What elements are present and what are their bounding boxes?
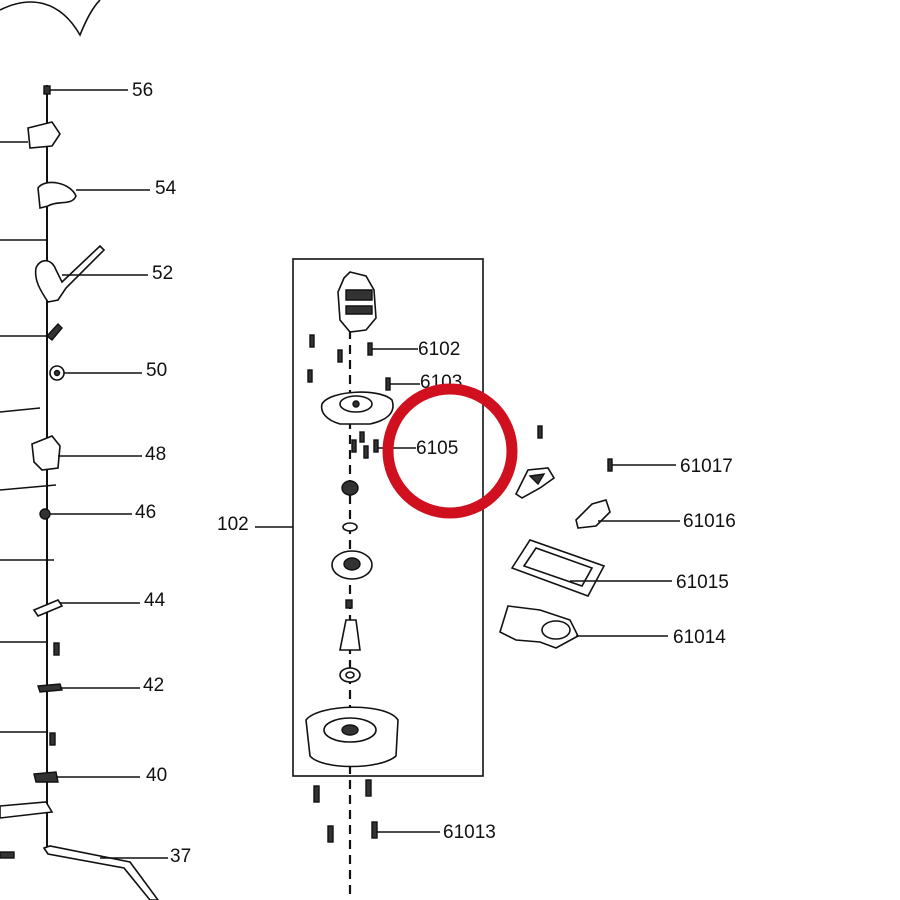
part-46 bbox=[39, 508, 132, 520]
highlight-circle bbox=[382, 383, 518, 519]
leader-unlabeled-2 bbox=[0, 407, 41, 413]
washer-ring bbox=[339, 667, 361, 683]
label-48: 48 bbox=[145, 444, 166, 465]
label-50: 50 bbox=[146, 360, 167, 381]
gear-housing-bottom bbox=[305, 706, 399, 768]
motor-armature bbox=[337, 271, 377, 333]
part-61015 bbox=[510, 539, 672, 597]
top-outline-fragment bbox=[0, 0, 101, 37]
bearing-ball bbox=[341, 480, 359, 496]
part-61013 bbox=[313, 779, 440, 843]
label-46: 46 bbox=[135, 502, 156, 523]
part-screw-a bbox=[0, 641, 60, 656]
part-48 bbox=[31, 435, 142, 471]
part-42 bbox=[37, 683, 140, 693]
part-plate bbox=[0, 801, 54, 819]
part-pin-a bbox=[0, 322, 63, 341]
label-61016: 61016 bbox=[683, 511, 736, 532]
part-screw-b bbox=[0, 731, 56, 746]
washer-small bbox=[342, 522, 358, 532]
part-6103 bbox=[385, 377, 420, 391]
part-cover-small bbox=[514, 467, 556, 499]
part-6102 bbox=[367, 342, 418, 356]
label-56: 56 bbox=[132, 80, 153, 101]
part-50 bbox=[49, 365, 142, 381]
part-52 bbox=[34, 244, 148, 303]
screw-set-left bbox=[307, 334, 343, 383]
label-52: 52 bbox=[152, 263, 173, 284]
part-61016 bbox=[575, 499, 680, 529]
label-42: 42 bbox=[143, 675, 164, 696]
label-54: 54 bbox=[155, 178, 177, 199]
part-61017 bbox=[537, 425, 676, 472]
label-61014: 61014 bbox=[673, 627, 726, 648]
label-6102: 6102 bbox=[418, 339, 460, 360]
part-40 bbox=[33, 771, 140, 783]
shaft-spindle bbox=[339, 599, 361, 651]
part-56 bbox=[43, 85, 128, 95]
part-61014 bbox=[499, 605, 668, 649]
label-6105: 6105 bbox=[416, 438, 458, 459]
label-61013: 61013 bbox=[443, 822, 496, 843]
label-61017: 61017 bbox=[680, 456, 733, 477]
label-61015: 61015 bbox=[676, 572, 729, 593]
leader-unlabeled-3 bbox=[0, 484, 57, 491]
gear-housing-top bbox=[320, 391, 394, 425]
part-clip-upper bbox=[0, 121, 61, 149]
gear-large bbox=[331, 550, 373, 580]
part-37 bbox=[0, 845, 168, 900]
label-102: 102 bbox=[217, 514, 249, 535]
label-40: 40 bbox=[146, 765, 167, 786]
part-44 bbox=[32, 599, 140, 617]
label-44: 44 bbox=[144, 590, 166, 611]
part-54 bbox=[37, 181, 150, 210]
assembly-box-102 bbox=[292, 258, 484, 777]
label-37: 37 bbox=[170, 846, 191, 867]
